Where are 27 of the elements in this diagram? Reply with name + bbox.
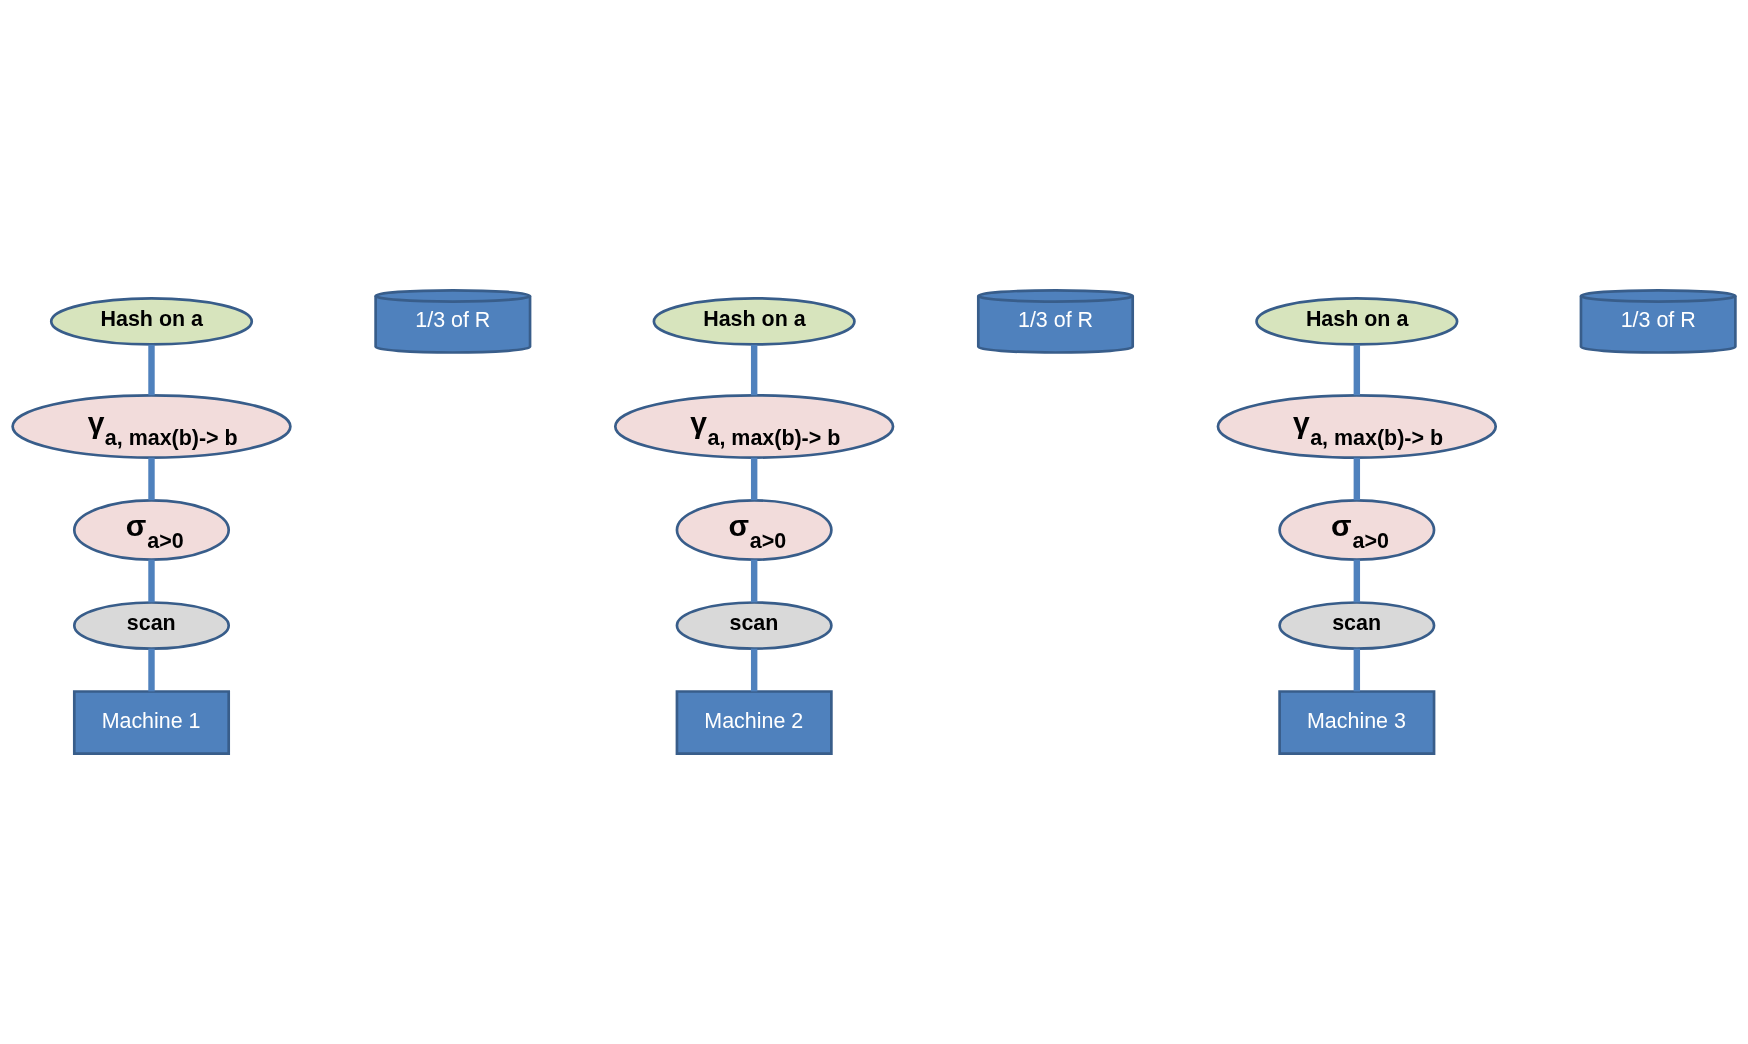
- node-ellipse: γ$_{a, max(b)-> b}$: [11, 394, 292, 459]
- node-box: Machine 1: [72, 690, 231, 756]
- connector: [1353, 344, 1361, 396]
- connector: [148, 457, 155, 501]
- node-ellipse: σ$_{a>0}$: [675, 499, 833, 562]
- node-ellipse: scan: [1278, 601, 1436, 650]
- node-box: Machine 2: [675, 690, 833, 756]
- node-ellipse: scan: [675, 601, 833, 650]
- connector: [1353, 648, 1361, 692]
- node-ellipse: γ$_{a, max(b)-> b}$: [613, 394, 895, 459]
- node-ellipse: σ$_{a>0}$: [1278, 499, 1436, 562]
- connector: [1353, 457, 1361, 501]
- connector: [148, 344, 155, 396]
- connector: [750, 648, 758, 692]
- node-ellipse: Hash on a: [652, 297, 856, 346]
- connector: [148, 648, 155, 692]
- connector: [750, 457, 758, 501]
- connector: [148, 559, 155, 603]
- node-ellipse: Hash on a: [1255, 297, 1459, 346]
- node-box: Machine 3: [1278, 690, 1436, 756]
- node-ellipse: scan: [72, 601, 231, 650]
- connector: [1353, 559, 1361, 603]
- connector: [750, 344, 758, 396]
- node-ellipse: σ$_{a>0}$: [72, 499, 231, 562]
- node-ellipse: Hash on a: [49, 297, 254, 346]
- connector: [750, 559, 758, 603]
- node-ellipse: γ$_{a, max(b)-> b}$: [1216, 394, 1498, 459]
